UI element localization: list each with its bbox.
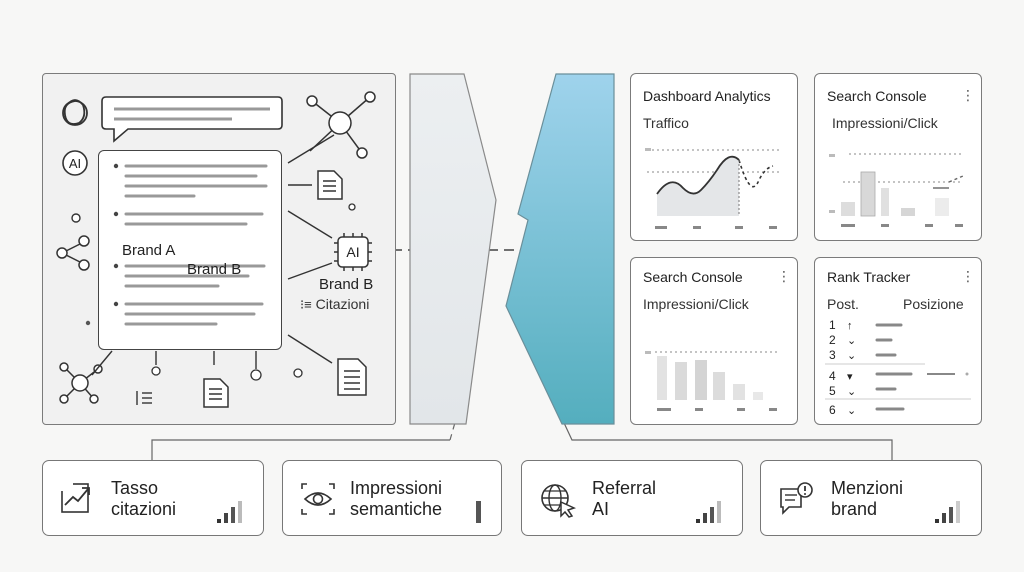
chat-alert-icon — [780, 482, 813, 515]
ai-chip-icon — [334, 233, 372, 271]
card-subtitle: Traffico — [643, 115, 689, 131]
signal-bars-icon — [217, 501, 242, 523]
rank-bars — [825, 323, 971, 411]
rank-number: 1 — [829, 318, 836, 332]
network-node-icon — [306, 91, 376, 159]
brand-b-mention: Brand B — [187, 261, 242, 278]
card-title: Search Console — [643, 269, 743, 285]
rank-column-post: Post. — [827, 296, 859, 312]
ai-chip-label: AI — [346, 244, 360, 260]
trend-up-icon — [59, 481, 90, 513]
rank-tracker-card[interactable]: Rank Tracker ⋮ Post. Posizione 1 ↑ 2 ⌄ 3… — [814, 257, 982, 425]
rank-arrow-icon: ⌄ — [847, 405, 857, 417]
card-subtitle: Impressioni/Click — [643, 296, 749, 312]
rank-row: 4 ▾ — [829, 369, 853, 384]
left-panel-graphics — [56, 91, 376, 408]
ai-knot-logo-icon — [62, 99, 88, 126]
impressions-bar-chart — [829, 153, 964, 227]
metric-label: Impressioni semantiche — [350, 478, 443, 519]
metric-card-ai-referral[interactable]: Referral AI — [521, 460, 743, 536]
rank-number: 2 — [829, 333, 836, 347]
funnel-input-shape — [409, 73, 497, 425]
card-title: Rank Tracker — [827, 269, 911, 285]
ai-badge-label: AI — [68, 156, 82, 171]
list-icon — [136, 391, 152, 405]
eye-icon — [301, 483, 335, 515]
rank-arrow-icon: ↑ — [847, 320, 853, 332]
ai-badge-icon — [62, 150, 88, 176]
globe-cursor-icon — [541, 484, 577, 518]
signal-bars-icon — [696, 501, 721, 523]
metric-card-semantic-impressions[interactable]: Impressioni semantiche — [282, 460, 502, 536]
dashboard-analytics-card[interactable]: Dashboard Analytics Traffico — [630, 73, 798, 241]
traffic-area-chart — [645, 148, 779, 229]
metric-card-brand-mentions[interactable]: Menzioni brand — [760, 460, 982, 536]
rank-row: 2 ⌄ — [829, 333, 856, 348]
list-icon: ⁝≡ — [300, 297, 312, 312]
signal-bars-icon — [476, 501, 481, 523]
rank-number: 3 — [829, 348, 836, 362]
brand-a-mention: Brand A — [122, 242, 176, 259]
llm-answer-document — [98, 150, 282, 350]
citations-row: ⁝≡ Citazioni — [300, 296, 369, 313]
card-subtitle: Impressioni/Click — [832, 115, 938, 131]
rank-row: 3 ⌄ — [829, 348, 856, 363]
funnel-output-shape — [505, 73, 615, 425]
rank-arrow-icon: ⌄ — [847, 335, 857, 347]
card-title: Dashboard Analytics — [643, 88, 771, 104]
search-console-card-top[interactable]: Search Console ⋮ Impressioni/Click — [814, 73, 982, 241]
rank-number: 4 — [829, 369, 836, 383]
document-icon — [317, 170, 343, 200]
more-options-icon[interactable]: ⋮ — [961, 268, 975, 284]
metric-label: Menzioni brand — [831, 478, 904, 519]
network-node-icon — [59, 362, 103, 404]
metric-label: Tasso citazioni — [111, 478, 177, 519]
metric-label: Referral AI — [592, 478, 657, 519]
answer-text-lines — [113, 163, 268, 326]
share-icon — [56, 235, 90, 271]
signal-bars-icon — [935, 501, 960, 523]
rank-number: 6 — [829, 403, 836, 417]
brand-b-side-label: Brand B — [319, 276, 374, 293]
rank-row: 5 ⌄ — [829, 384, 856, 399]
citations-label: Citazioni — [315, 296, 370, 312]
data-funnel — [409, 73, 615, 425]
rank-column-position: Posizione — [903, 296, 964, 312]
metric-card-citation-rate[interactable]: Tasso citazioni — [42, 460, 264, 536]
document-icon — [337, 358, 367, 396]
document-icon — [203, 378, 229, 408]
rank-arrow-icon: ⌄ — [847, 386, 857, 398]
impressions-bar-chart — [645, 351, 779, 411]
more-options-icon[interactable]: ⋮ — [777, 268, 791, 284]
rank-row: 1 ↑ — [829, 318, 853, 333]
rank-number: 5 — [829, 384, 836, 398]
card-title: Search Console — [827, 88, 927, 104]
search-console-card-bottom[interactable]: Search Console ⋮ Impressioni/Click — [630, 257, 798, 425]
more-options-icon[interactable]: ⋮ — [961, 87, 975, 103]
rank-arrow-icon: ▾ — [847, 371, 853, 383]
rank-row: 6 ⌄ — [829, 403, 856, 418]
rank-arrow-icon: ⌄ — [847, 350, 857, 362]
